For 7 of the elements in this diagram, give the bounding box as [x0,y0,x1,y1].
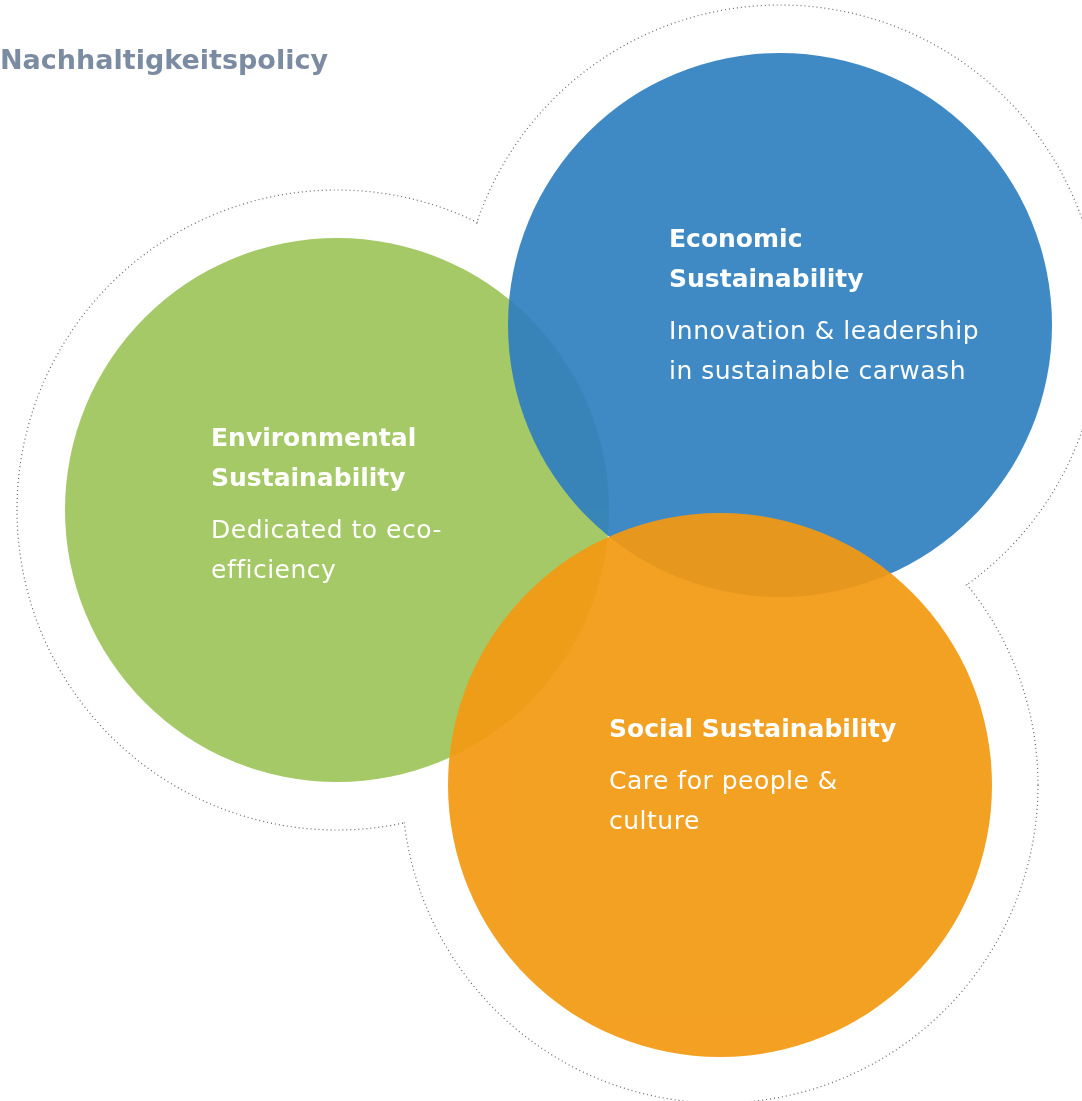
title: Nachhaltigkeitspolicy [0,44,328,75]
circle-heading: Social Sustainability [609,713,898,745]
circle-heading: Environmental Sustainability [211,422,418,494]
circle-text: Dedicated to eco-efficiency [211,514,443,586]
circle-text: Innovation & leadership in sustainable carwash [669,315,981,387]
circle-heading: Economic Sustainability [669,223,865,295]
circle-text: Care for people & culture [609,765,839,837]
